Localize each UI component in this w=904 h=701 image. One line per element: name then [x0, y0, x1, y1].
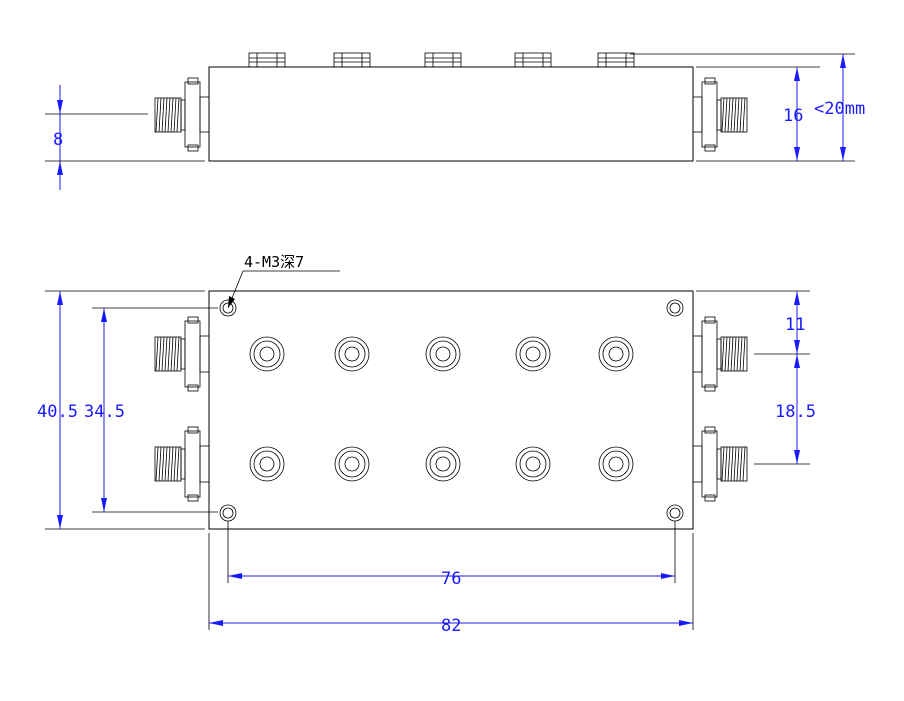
right-sma-connectors-plan	[692, 316, 748, 502]
left-sma-connector-side	[154, 77, 210, 152]
tuning-screw-r2-c2	[334, 446, 370, 482]
tuning-screw-r2-c1	[249, 446, 285, 482]
tuning-nut-3	[424, 52, 462, 68]
dim-horizontal: 76 82	[208, 521, 694, 636]
mounting-hole-br	[666, 504, 684, 522]
tuning-nuts-row	[248, 52, 635, 68]
tuning-screw-r1-c2	[334, 336, 370, 372]
tuning-nut-4	[514, 52, 552, 68]
left-sma-connectors-plan	[154, 316, 210, 502]
dim-total-width-label: 40.5	[37, 402, 78, 422]
tuning-screws	[249, 336, 634, 482]
sma-connector-right-2	[692, 426, 748, 502]
dim-body-height-label: 16	[783, 106, 803, 126]
tuning-screw-r1-c3	[425, 336, 461, 372]
mount-hole-note: 4-M3深7	[227, 253, 340, 309]
tuning-screw-r2-c5	[598, 446, 634, 482]
right-sma-connector-side	[692, 77, 748, 152]
tuning-screw-r1-c4	[515, 336, 551, 372]
dim-body-height: 16 <20mm	[630, 53, 865, 162]
dim-connector-height-label: 8	[53, 130, 63, 150]
mounting-hole-tl	[219, 299, 237, 317]
dim-hole-spacing-horizontal-label: 76	[441, 569, 461, 589]
sma-connector-left-2	[154, 426, 210, 502]
plan-view-body	[208, 290, 694, 530]
dim-total-width: 40.5	[37, 290, 205, 530]
tuning-screw-r1-c1	[249, 336, 285, 372]
sma-connector-right-1	[692, 316, 748, 392]
tuning-nut-5	[597, 52, 635, 68]
tuning-screw-r1-c5	[598, 336, 634, 372]
tuning-nut-1	[248, 52, 286, 68]
tuning-nut-2	[333, 52, 371, 68]
dim-connector-height: 8	[45, 85, 205, 190]
dim-port-spacing-label: 18.5	[775, 402, 816, 422]
mounting-hole-tr	[666, 299, 684, 317]
dim-max-height-label: <20mm	[814, 99, 865, 119]
plan-view: 4-M3深7 40.5 34.5	[37, 253, 816, 636]
side-view-body	[208, 66, 694, 162]
tuning-screw-r2-c4	[515, 446, 551, 482]
sma-connector-left-1	[154, 316, 210, 392]
tuning-screw-r2-c3	[425, 446, 461, 482]
dim-hole-spacing-vertical: 34.5	[84, 307, 218, 513]
mounting-hole-bl	[219, 504, 237, 522]
mounting-holes	[219, 299, 684, 522]
mount-hole-note-label: 4-M3深7	[244, 253, 304, 271]
dim-total-length-label: 82	[441, 616, 461, 636]
dim-port-offsets: 11 18.5	[696, 290, 816, 465]
dim-edge-to-port-label: 11	[785, 315, 805, 335]
side-view: 8 16 <20mm	[45, 52, 865, 190]
dim-hole-spacing-vertical-label: 34.5	[84, 402, 125, 422]
